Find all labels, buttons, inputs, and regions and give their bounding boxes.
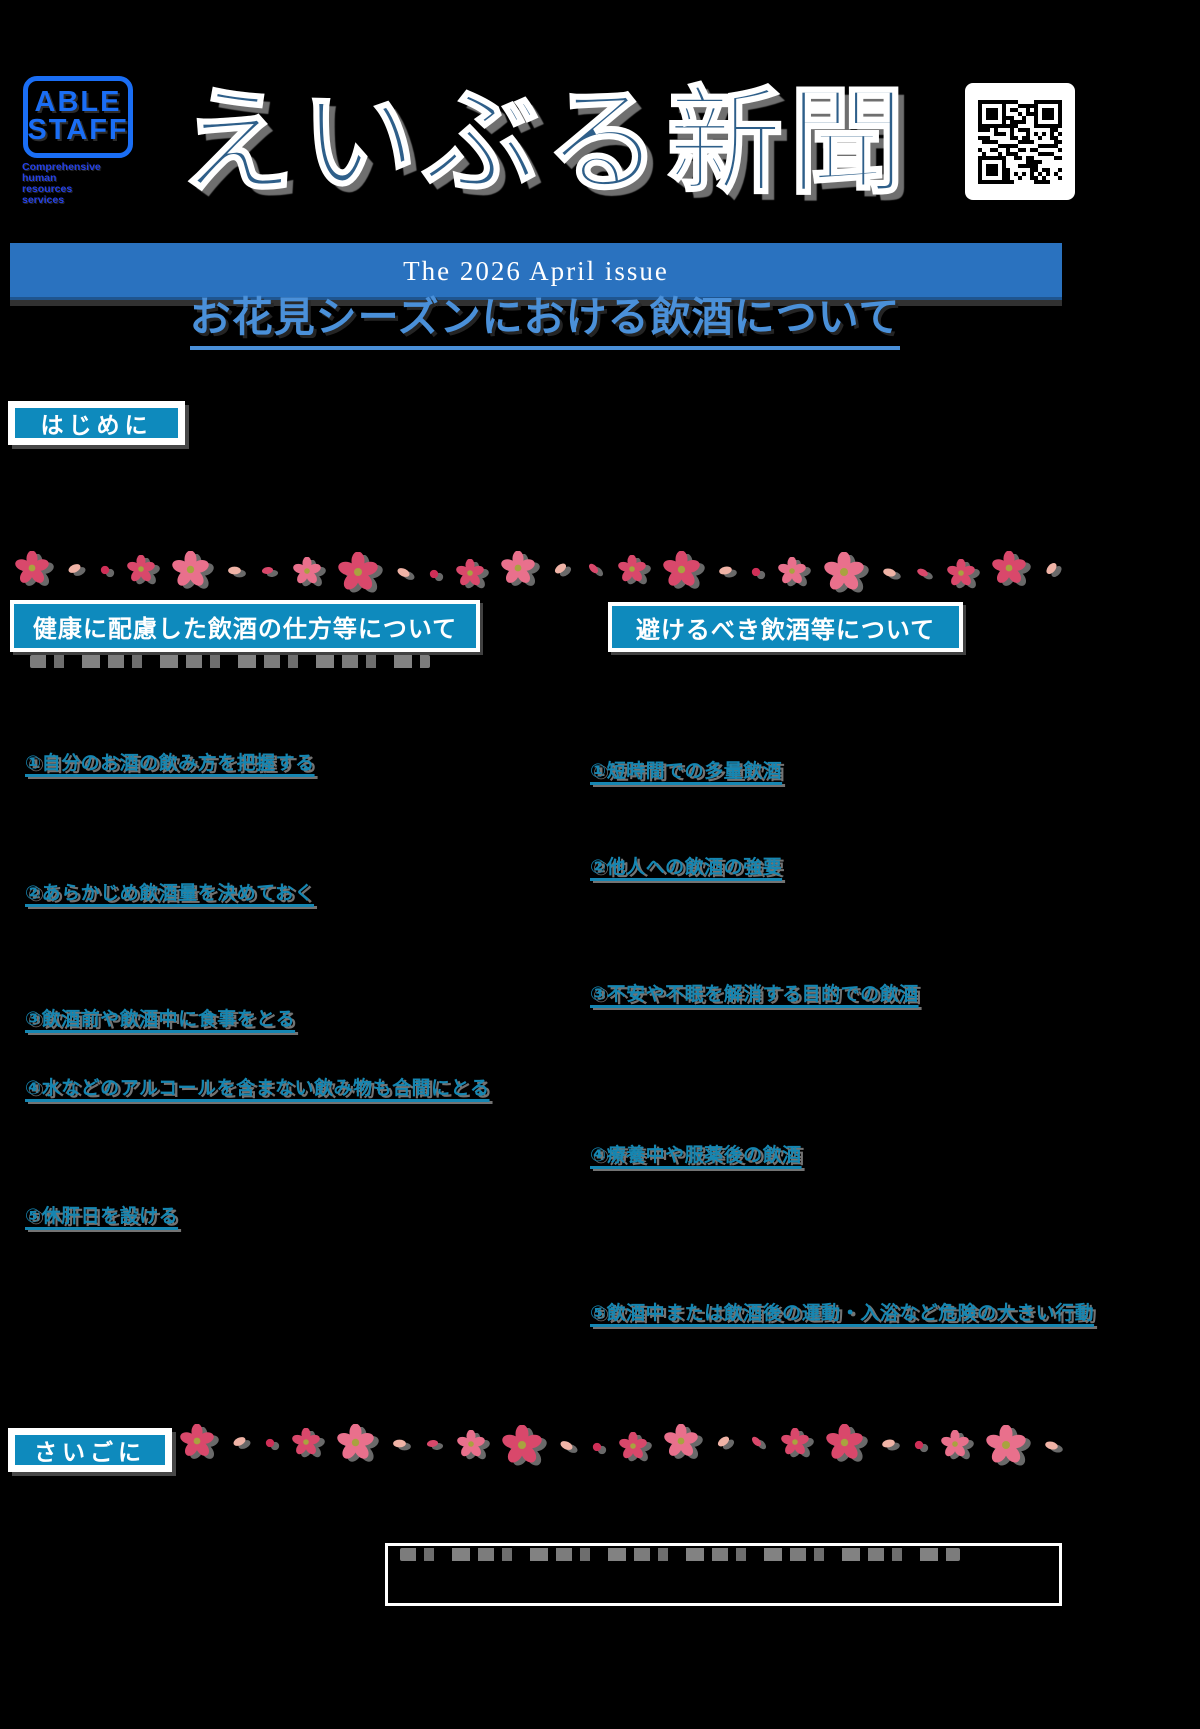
- masthead: えいぶる新聞: [0, 48, 1090, 216]
- logo-word-1: ABLE: [34, 86, 122, 119]
- qr-code-icon: [965, 83, 1075, 200]
- issue-banner: The 2026 April issue: [10, 243, 1062, 300]
- list-item: ③不安や不眠を解消する目的での飲酒: [590, 984, 919, 1005]
- section-label-text: さいごに: [34, 1439, 146, 1465]
- tagline-line: Comprehensive: [22, 161, 101, 173]
- able-staff-logo: ABLE STAFF: [23, 76, 133, 158]
- list-item: ④水などのアルコールを含まない飲み物も合間にとる: [25, 1078, 490, 1099]
- blurred-text-shadow: [400, 1548, 960, 1561]
- blurred-text-shadow: [30, 655, 430, 668]
- sakura-divider-icon: [180, 1423, 1060, 1469]
- right-column-header: 避けるべき飲酒等について: [608, 602, 963, 652]
- tagline-line: resources: [22, 183, 73, 196]
- list-item: ⑤休肝日を設ける: [25, 1206, 179, 1227]
- list-item: ⑤飲酒中または飲酒後の運動・入浴など危険の大きい行動: [590, 1303, 1095, 1324]
- list-item: ④療養中や服薬後の飲酒: [590, 1145, 802, 1166]
- section-label-saigoni: さいごに: [8, 1428, 172, 1472]
- headline: お花見シーズンにおける飲酒について: [0, 283, 1090, 350]
- newsletter-title: えいぶる新聞: [178, 76, 911, 209]
- tagline-line: human: [22, 172, 57, 185]
- tagline-line: services: [22, 194, 65, 207]
- section-label-text: はじめに: [40, 412, 153, 438]
- list-item: ②あらかじめ飲酒量を決めておく: [25, 883, 315, 904]
- section-label-hajimeni: はじめに: [8, 401, 185, 445]
- logo-tagline: Comprehensive human resources services: [22, 161, 152, 207]
- list-item: ③飲酒前や飲酒中に食事をとる: [25, 1009, 296, 1030]
- headline-text: お花見シーズンにおける飲酒について: [189, 283, 901, 350]
- list-item: ②他人への飲酒の強要: [590, 857, 783, 878]
- right-column-header-text: 避けるべき飲酒等について: [635, 616, 936, 644]
- sakura-divider-icon: [15, 550, 1060, 596]
- issue-banner-text: The 2026 April issue: [403, 256, 669, 286]
- qr-code-pattern: [978, 99, 1062, 184]
- list-item: ①自分のお酒の飲み方を把握する: [25, 753, 315, 774]
- closing-message-box: [385, 1543, 1062, 1606]
- left-column-header: 健康に配慮した飲酒の仕方等について: [10, 600, 480, 652]
- logo-word-2: STAFF: [27, 114, 129, 146]
- list-item: ①短時間での多量飲酒: [590, 761, 783, 782]
- left-column-header-text: 健康に配慮した飲酒の仕方等について: [32, 615, 458, 643]
